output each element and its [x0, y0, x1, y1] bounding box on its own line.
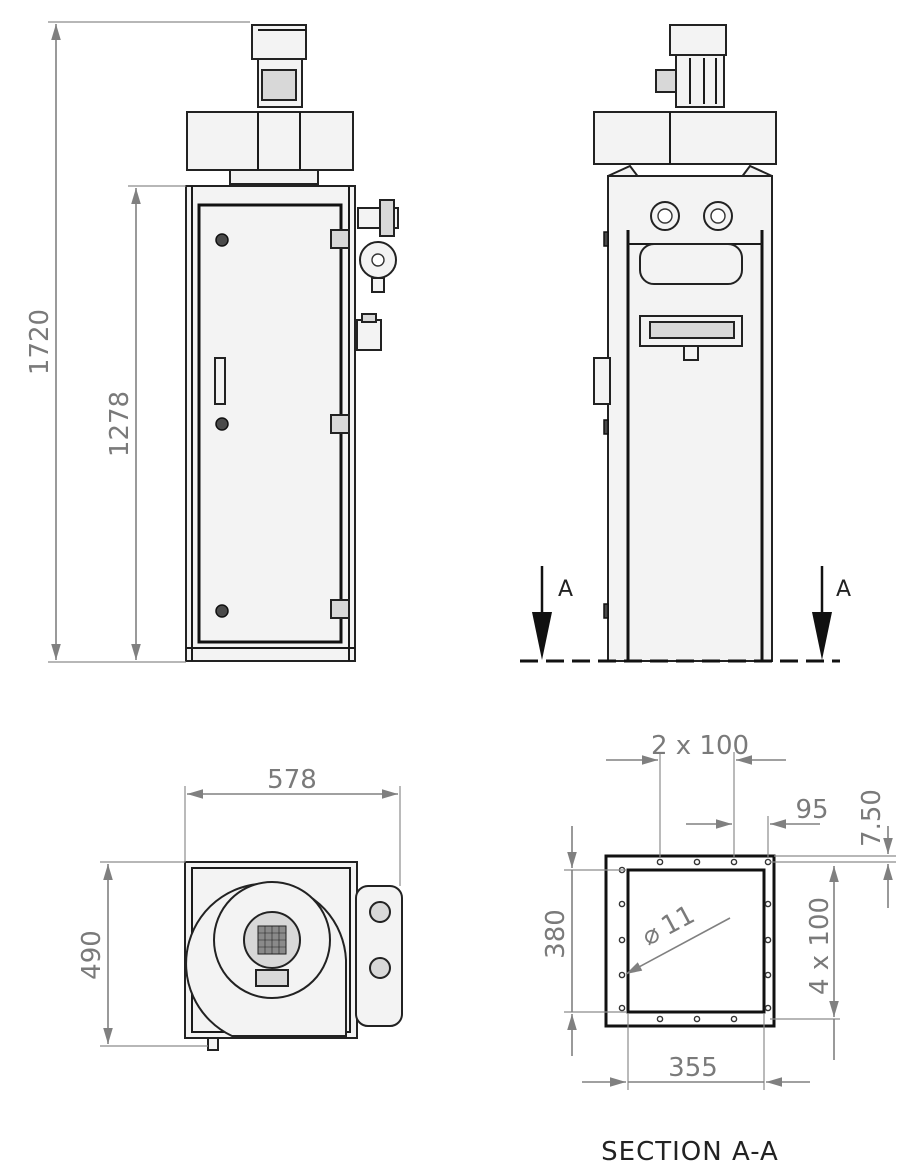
dimension-hole-spacing-side: 4 x 100 — [770, 866, 840, 1060]
door-handle — [214, 357, 226, 405]
dimension-hole-spacing-top: 2 x 100 — [606, 731, 786, 858]
dimension-label-2x100: 2 x 100 — [651, 731, 749, 761]
cabinet-frame — [185, 185, 356, 662]
motor-side — [655, 24, 727, 108]
fan-housing-side — [593, 111, 777, 165]
tank — [639, 243, 743, 285]
bolt-holes — [618, 858, 772, 1023]
section-a-a: 2 x 100 95 7.50 380 — [541, 731, 896, 1167]
section-title: SECTION A-A — [601, 1137, 779, 1167]
dimension-hole-diameter: ⌀ 11 — [625, 900, 731, 975]
dimension-cabinet-height: 1278 — [105, 185, 186, 660]
dimension-label-490: 490 — [77, 930, 107, 980]
dimension-label-355: 355 — [668, 1053, 718, 1083]
dimension-label-578: 578 — [267, 765, 317, 795]
motor — [251, 24, 307, 108]
dimension-opening-height: 380 — [541, 826, 626, 1056]
section-arrow-left: A — [532, 566, 573, 660]
dimension-edge-offset: 95 — [686, 795, 829, 858]
section-arrow-right: A — [812, 566, 851, 660]
dimension-overall-height: 1720 — [25, 21, 250, 663]
dimension-label-1278: 1278 — [105, 391, 135, 457]
dimension-opening-width: 355 — [582, 1014, 810, 1090]
dimension-edge-margin: 7.50 — [770, 789, 896, 908]
flange-outer — [604, 854, 776, 1028]
dimension-depth: 490 — [77, 861, 208, 1047]
fan-housing — [186, 111, 354, 171]
side-tank-top — [355, 885, 403, 1027]
dimension-label-7-50: 7.50 — [857, 789, 887, 847]
side-view: A A — [520, 24, 851, 663]
dimension-label-380: 380 — [541, 909, 571, 959]
dimension-label-1720: 1720 — [25, 309, 55, 375]
dimension-width: 578 — [184, 765, 401, 886]
dimension-label-95: 95 — [795, 795, 828, 825]
section-marker-left: A — [558, 577, 573, 602]
side-valve — [356, 199, 399, 351]
dimension-label-4x100: 4 x 100 — [805, 897, 835, 995]
flange-inner — [626, 868, 766, 1014]
front-view: 1720 1278 — [25, 21, 399, 663]
top-view: 578 490 — [77, 765, 403, 1051]
dimension-label-11: 11 — [657, 900, 700, 942]
section-marker-right: A — [836, 577, 851, 602]
